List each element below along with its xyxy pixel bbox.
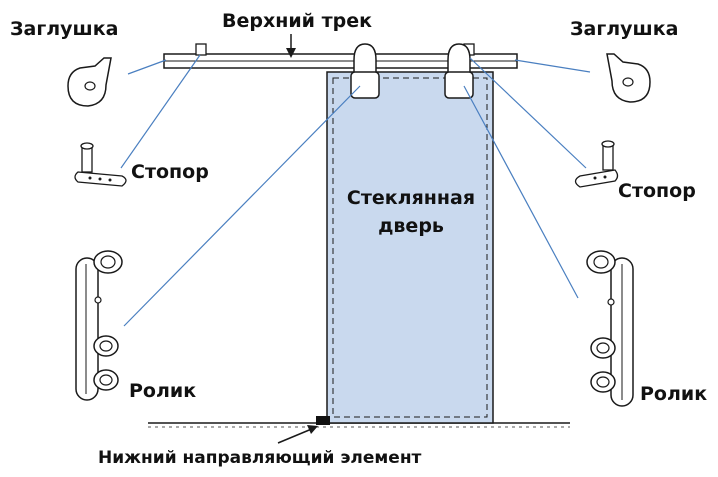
glass-door [326,71,494,424]
door-hanger-right [444,43,474,99]
stopper-right-part [574,140,619,188]
stopper-left-part [74,142,127,187]
end-cap-right [606,53,651,103]
bottom-guide [277,416,330,444]
roller-right-label: Ролик [640,383,708,405]
door-label-line1: Стеклянная [346,187,476,209]
bottom-guide-label: Нижний направляющий элемент [98,448,422,468]
door-label: Стеклянная дверь [335,184,487,240]
roller-left-part [75,250,123,401]
leader-lines [120,54,591,327]
door-label-line2: дверь [378,215,444,237]
stopper-left-label: Стопор [131,161,209,183]
top-track [163,34,518,69]
top-track-label: Верхний трек [222,10,372,32]
stopper-right-label: Стопор [618,180,696,202]
door-hanger-left [350,43,380,99]
roller-left-label: Ролик [129,380,197,402]
end-cap-left-label: Заглушка [10,18,119,40]
roller-right-part [586,250,634,407]
end-cap-right-label: Заглушка [570,18,679,40]
end-cap-left [67,57,112,107]
